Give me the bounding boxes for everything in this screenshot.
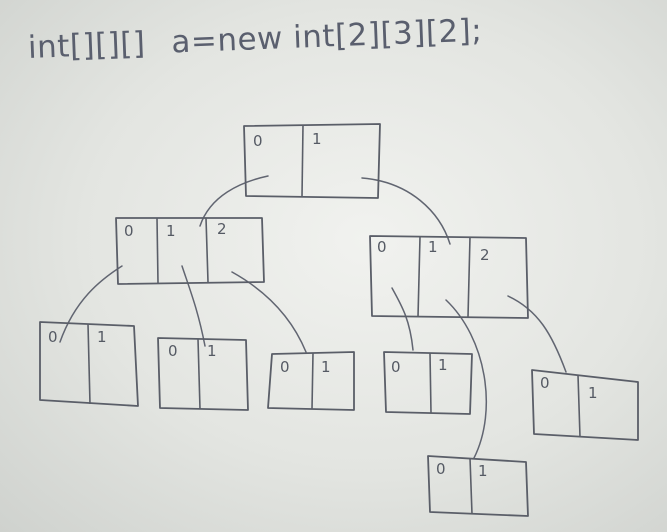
pointer-l2left-0 <box>59 265 123 343</box>
level2-left-cell-0-index: 0 <box>124 222 134 240</box>
leaf-array-box: 0 1 <box>427 455 529 517</box>
leaf-1-cell-1-index: 1 <box>97 328 107 346</box>
pointer-lines <box>59 175 567 459</box>
level2-right-cell-0-index: 0 <box>377 238 387 256</box>
leaf-4-cell-1-index: 1 <box>438 356 448 374</box>
leaf-array-box: 0 1 <box>157 337 249 411</box>
leaf-1-cell-0-index: 0 <box>48 328 58 346</box>
leaf-array-box: 0 1 <box>267 351 355 411</box>
leaf-2-cell-0-index: 0 <box>168 342 178 360</box>
leaf-array-box: 0 1 <box>531 369 639 441</box>
leaf-3-cell-1-index: 1 <box>321 358 331 376</box>
pointer-l2left-2 <box>231 271 307 353</box>
level2-right-cell-1-index: 1 <box>428 238 438 256</box>
pointer-l2right-2 <box>507 295 567 373</box>
pointer-l2right-0 <box>391 287 414 351</box>
root-cell-1-index: 1 <box>312 130 322 148</box>
level2-left-cell-1-index: 1 <box>166 222 176 240</box>
level2-left-array-box: 0 1 2 <box>115 217 265 285</box>
leaf-array-box: 0 1 <box>383 351 473 415</box>
level2-right-cell-2-index: 2 <box>480 246 490 264</box>
leaf-array-box: 0 1 <box>39 321 139 407</box>
level2-left-cell-2-index: 2 <box>217 220 227 238</box>
leaf-6-cell-0-index: 0 <box>436 460 446 478</box>
pointer-root-1 <box>361 177 451 245</box>
root-array-box: 0 1 <box>243 123 381 199</box>
leaf-5-cell-1-index: 1 <box>588 384 598 402</box>
leaf-2-cell-1-index: 1 <box>207 342 217 360</box>
root-cell-0-index: 0 <box>253 132 263 150</box>
leaf-3-cell-0-index: 0 <box>280 358 290 376</box>
leaf-4-cell-0-index: 0 <box>391 358 401 376</box>
leaf-6-cell-1-index: 1 <box>478 462 488 480</box>
leaf-5-cell-0-index: 0 <box>540 374 550 392</box>
pointer-l2left-1 <box>181 265 206 347</box>
pointer-l2right-1 <box>445 299 488 459</box>
level2-right-array-box: 0 1 2 <box>369 235 529 319</box>
